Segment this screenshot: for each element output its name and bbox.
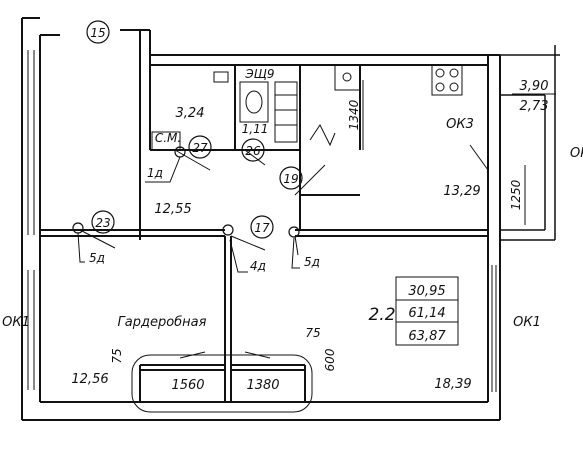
dimension-600: 600: [323, 348, 337, 371]
dimension-1250: 1250: [509, 165, 526, 225]
door-5d-left: 5д: [89, 251, 105, 265]
marker-17-label: 17: [254, 221, 270, 235]
area-room-left: 12,56: [71, 372, 108, 387]
label-ok1-right: ОК1: [513, 315, 541, 330]
riser-circle: [288, 226, 300, 238]
area-bath: 1,11: [242, 122, 269, 136]
area-hall: 12,55: [154, 202, 191, 217]
area-room-right: 18,39: [434, 377, 471, 392]
label-ok1-left: ОК1: [2, 315, 30, 330]
summary-box: 2.2 30,95 61,14 63,87: [368, 276, 459, 346]
marker-27: 27: [188, 135, 212, 159]
area-balcony-reduced: 2,73: [520, 99, 549, 114]
interior-walls: [40, 65, 488, 402]
dimension-1380: 1380: [246, 378, 279, 393]
riser-circle: [72, 222, 84, 234]
balcony: [500, 45, 560, 241]
door-leaders: [77, 156, 300, 273]
dimension-1250-label: 1250: [509, 179, 523, 210]
dimension-75-left: 75: [110, 348, 124, 363]
area-total: 61,14: [408, 306, 445, 321]
door-5d-right: 5д: [304, 255, 320, 269]
label-wardrobe: Гардеробная: [118, 315, 207, 330]
area-kitchen: 13,29: [443, 184, 480, 199]
area-wc: 3,24: [176, 106, 205, 121]
marker-17: 17: [250, 215, 274, 239]
area-with-balcony: 63,87: [408, 329, 446, 344]
marker-15: 15: [86, 20, 110, 44]
marker-26: 26: [241, 138, 265, 162]
door-1d: 1д: [147, 166, 163, 180]
label-ok3: ОК3: [446, 117, 474, 132]
marker-15-label: 15: [90, 26, 105, 40]
bath-fixtures: [151, 71, 336, 151]
dimension-75-right: 75: [305, 326, 320, 340]
door-4d: 4д: [250, 259, 266, 273]
window-left: [27, 50, 35, 390]
marker-23: 23: [91, 210, 115, 234]
marker-19: 19: [279, 166, 303, 190]
wardrobe-outline: [131, 354, 313, 413]
dimension-1340: 1340: [347, 80, 364, 150]
label-esh: ЭЩ9: [244, 67, 274, 81]
markers: 15 27 26 19 23 17: [72, 20, 303, 239]
area-living: 30,95: [408, 284, 445, 299]
marker-23-label: 23: [95, 216, 110, 230]
window-right: [491, 265, 497, 392]
riser-circle: [222, 224, 234, 236]
marker-26-label: 26: [245, 144, 261, 158]
marker-19-label: 19: [283, 172, 298, 186]
label-sm: С.М.: [155, 131, 181, 145]
dimension-1560: 1560: [171, 378, 204, 393]
exterior-walls: [21, 17, 501, 421]
apartment-type: 2.2: [368, 305, 395, 325]
dimension-1340-label: 1340: [347, 99, 361, 130]
label-ok-edge: ОК: [570, 146, 583, 161]
doors: [79, 144, 489, 359]
marker-27-label: 27: [192, 141, 208, 155]
kitchen-appliances: [334, 64, 463, 96]
area-balcony-total: 3,90: [520, 79, 549, 94]
